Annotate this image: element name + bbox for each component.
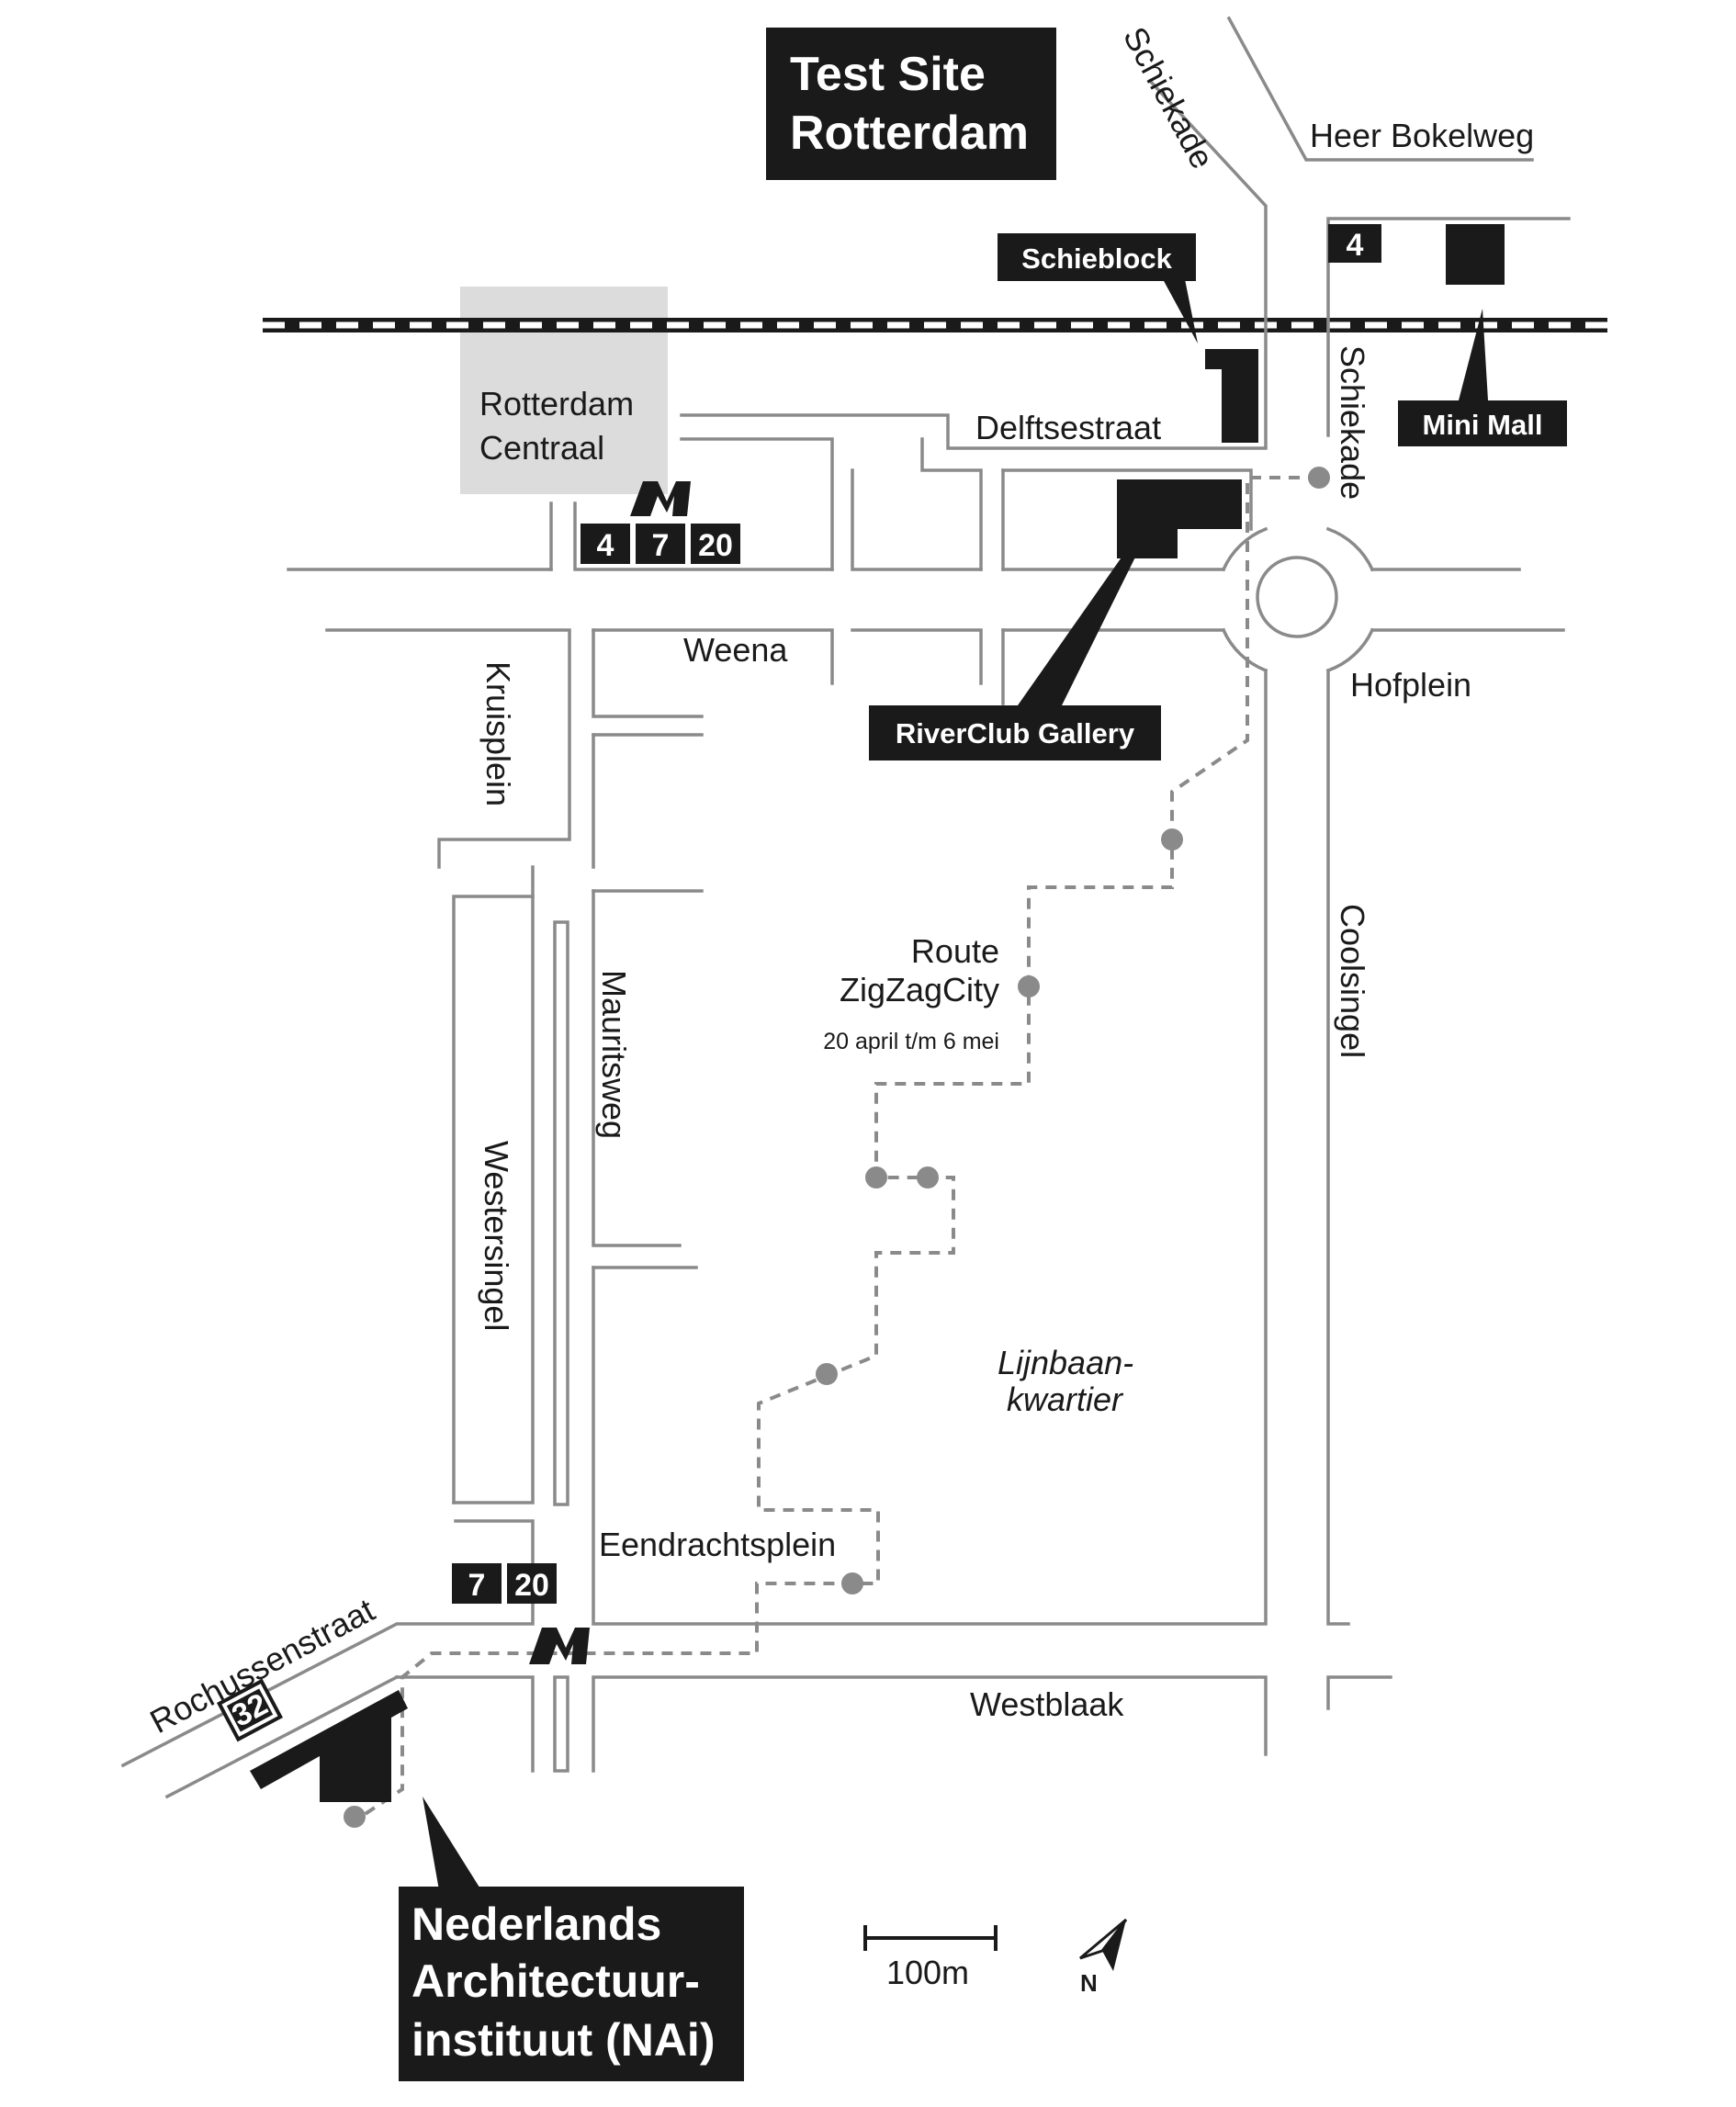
- schieblock-pointer: [1163, 279, 1198, 344]
- route-stop: [816, 1363, 838, 1385]
- mini-mall-pointer: [1459, 309, 1488, 400]
- riverclub-building: [1117, 479, 1242, 558]
- line-badge: 7: [468, 1568, 486, 1603]
- street-hofplein: Hofplein: [1350, 666, 1471, 704]
- line-badge: 20: [698, 528, 733, 563]
- metro-icon-eendracht: [529, 1628, 590, 1664]
- riverclub-label: RiverClub Gallery: [869, 705, 1161, 761]
- title-line1: Test Site: [790, 48, 986, 101]
- street-weena: Weena: [683, 631, 788, 669]
- street-delftsestraat: Delftsestraat: [975, 409, 1161, 446]
- route-stop: [344, 1806, 366, 1828]
- nai-line1: Nederlands: [411, 1899, 661, 1950]
- route-label-line1: Route: [911, 932, 999, 970]
- line-badge: 20: [514, 1568, 549, 1603]
- route-label-line2: ZigZagCity: [840, 971, 999, 1008]
- schieblock-building: [1205, 349, 1258, 443]
- route-stop: [841, 1572, 863, 1594]
- schieblock-label-text: Schieblock: [1021, 242, 1172, 275]
- scale-label: 100m: [886, 1954, 969, 1991]
- street-coolsingel: Coolsingel: [1334, 904, 1371, 1058]
- street-schiekade-right: Schiekade: [1334, 345, 1371, 500]
- metro-icon-centraal: [630, 481, 691, 516]
- scale-bar: 100m: [863, 1925, 998, 1991]
- transit-badges-eendracht: 7 20: [452, 1563, 557, 1604]
- line-badge: 4: [597, 528, 614, 563]
- buildings: [250, 224, 1505, 1802]
- nai-label: Nederlands Architectuur- instituut (NAi): [399, 1887, 744, 2081]
- route-stop: [1018, 975, 1040, 997]
- riverclub-pointer: [1018, 490, 1168, 705]
- mini-mall-label: Mini Mall: [1398, 400, 1567, 446]
- nai-pointer: [423, 1797, 481, 1890]
- district-label-line1: Lijnbaan-: [998, 1344, 1133, 1381]
- station-label-line1: Rotterdam: [479, 385, 634, 423]
- street-mauritsweg: Mauritsweg: [595, 970, 633, 1139]
- mini-mall-label-text: Mini Mall: [1423, 409, 1543, 441]
- route-stop: [917, 1166, 939, 1189]
- street-eendrachtsplein: Eendrachtsplein: [599, 1526, 836, 1563]
- north-arrow-icon: N: [1079, 1918, 1128, 1997]
- route-stop: [865, 1166, 887, 1189]
- route-dates: 20 april t/m 6 mei: [823, 1029, 999, 1054]
- street-westersingel: Westersingel: [478, 1141, 515, 1331]
- riverclub-label-text: RiverClub Gallery: [896, 717, 1135, 749]
- road-network: [120, 16, 1571, 1799]
- street-westblaak: Westblaak: [970, 1685, 1124, 1723]
- route-stops: [344, 467, 1330, 1828]
- station-label-line2: Centraal: [479, 429, 604, 467]
- title-box: Test Site Rotterdam: [766, 28, 1056, 180]
- street-heer-bokelweg: Heer Bokelweg: [1310, 117, 1534, 154]
- transit-badges-centraal: 4 7 20: [581, 524, 740, 564]
- label-pointers: [423, 279, 1488, 1890]
- nai-line2: Architectuur-: [411, 1955, 700, 2007]
- street-kruisplein: Kruisplein: [479, 661, 517, 806]
- route-stop: [1161, 828, 1183, 851]
- title-line2: Rotterdam: [790, 107, 1029, 160]
- north-label: N: [1080, 1969, 1098, 1997]
- district-label-line2: kwartier: [1007, 1380, 1124, 1418]
- route-stop: [1308, 467, 1330, 489]
- mini-mall-building: [1446, 224, 1505, 285]
- zigzag-route-path: [356, 476, 1319, 1820]
- street-schiekade-top: Schiekade: [1116, 21, 1222, 175]
- line-badge: 4: [1347, 228, 1364, 263]
- railway-line: [263, 318, 1607, 332]
- nai-building: [250, 1690, 408, 1802]
- schieblock-label: Schieblock: [998, 233, 1196, 281]
- nai-line3: instituut (NAi): [411, 2014, 715, 2066]
- transit-badge-top-right: 4: [1328, 224, 1381, 263]
- line-badge: 7: [652, 528, 670, 563]
- bus-badge: 32: [217, 1678, 283, 1742]
